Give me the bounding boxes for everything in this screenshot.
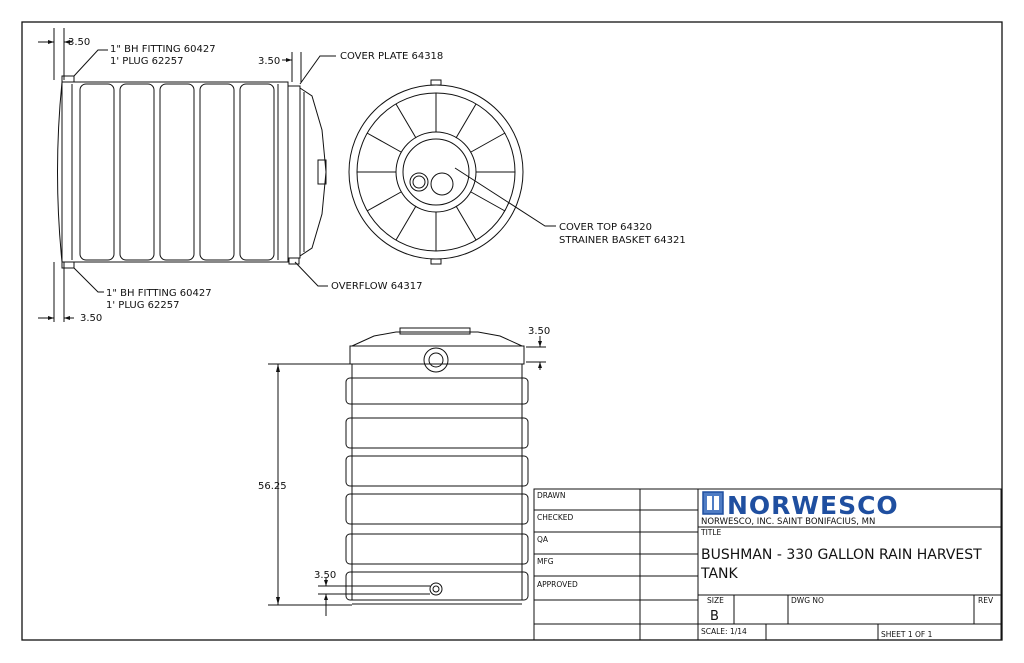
title-block [533,488,1002,641]
sheet-border [21,21,1003,641]
size-value: B [710,609,719,624]
inlet-port [409,172,429,192]
approval-qa: QA [537,535,549,544]
scale-label: SCALE: 1/14 [701,627,747,636]
side-view [38,28,336,322]
dim-top-side: 3.50 [68,37,90,48]
drawing-title-line2: TANK [700,566,739,582]
callout-cover-plate: COVER PLATE 64318 [340,51,443,62]
callout-overflow: OVERFLOW 64317 [331,281,423,292]
rev-label: REV [978,596,994,605]
callout-strainer-basket: STRAINER BASKET 64321 [559,235,686,246]
norwesco-logo-icon: NORWESCO [702,491,899,520]
company-name: NORWESCO, INC. SAINT BONIFACIUS, MN [701,517,875,527]
top-fitting [61,75,75,83]
callout-plug-bottom: 1' PLUG 62257 [106,300,179,311]
top-ribs [357,93,515,251]
dimension-arrows [48,40,542,605]
callout-cover-top: COVER TOP 64320 [559,222,652,233]
sheet-number: SHEET 1 OF 1 [881,630,933,639]
outlet-port [430,172,454,196]
bottom-fitting [61,261,75,269]
front-bottom-fitting [429,582,443,596]
front-top-fitting [423,347,449,373]
approval-approved: APPROVED [537,580,578,589]
dim-cover: 3.50 [258,56,280,67]
front-ribs [345,377,529,601]
front-view [268,327,546,616]
callout-plug-top: 1' PLUG 62257 [110,56,183,67]
dim-front-bottom: 3.50 [314,570,336,581]
title-label: TITLE [700,528,722,537]
brand-name: NORWESCO [727,491,899,520]
approval-checked: CHECKED [537,513,574,522]
side-ribs [79,83,275,261]
dim-front-top: 3.50 [528,326,550,337]
approval-drawn: DRAWN [537,491,565,500]
callout-bh-fitting-top: 1" BH FITTING 60427 [110,44,216,55]
dim-bottom-side: 3.50 [80,313,102,324]
dim-height: 56.25 [258,481,287,492]
callout-bh-fitting-bottom: 1" BH FITTING 60427 [106,288,212,299]
size-label: SIZE [707,596,724,605]
approval-mfg: MFG [537,557,554,566]
top-view [348,79,556,265]
drawing-title-line1: BUSHMAN - 330 GALLON RAIN HARVEST [701,547,982,563]
dwg-no-label: DWG NO [791,596,824,605]
